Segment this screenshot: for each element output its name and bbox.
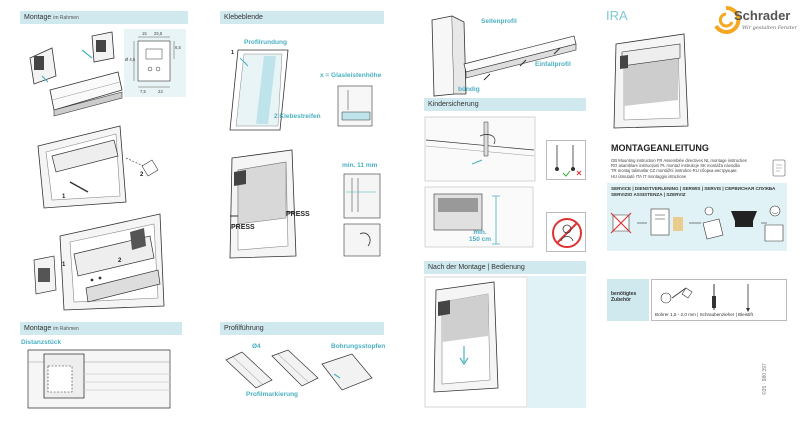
glazing-bead-detail [337,85,373,127]
brand-name: Schrader [734,8,791,23]
buendig-label: bündig [458,86,480,93]
accessory-text: Bohrer 1,5 - 2,0 mm | Schraubenzieher | … [655,312,753,317]
frame-gap-detail [343,173,381,257]
section-header-kindersicherung: Kindersicherung [424,98,586,111]
window-press-illustration [229,149,297,259]
profilmarkierung-label: Profilmarkierung [246,391,299,398]
section-header-nach-der-montage: Nach der Montage | Bedienung [424,261,586,274]
bohrungsstopfen-label: Bohrungsstopfen [331,343,386,350]
einfallprofil-label: Einfallprofil [535,61,571,68]
section-header-klebeblende: Klebeblende [220,11,384,24]
glasleiste-label: x = Glasleistenhöhe [320,72,382,79]
dim-label: Ø 4,5 [125,57,136,62]
diameter-label: Ø4 [252,343,261,350]
accessory-panel: benötigtes Zubehör Bohrer 1,5 - 2,0 mm |… [607,279,787,321]
operation-side-panel [528,276,586,408]
document-code: ©35 · 980 397 [762,363,768,395]
accessory-label: benötigtes Zubehör [607,279,649,321]
brand-tagline: Wir gestalten Fenster [742,25,798,31]
frame-mounting-step-2 [33,213,165,311]
dim-label: 7,5 [140,89,146,94]
bracket-dimension-drawing: 15 25,5 6,5 Ø 4,5 7,5 23 [124,29,186,97]
frame-mounting-step-1 [37,125,159,209]
model-name: IRA [606,8,628,23]
spacer-closeup-illustration [27,349,171,409]
press-label-right: PRESS [286,211,310,218]
language-list: GB Mounting instruction FR Assemblée dir… [611,158,747,179]
profilrundung-label: Profilrundung [244,39,287,46]
window-height-illustration [424,186,534,248]
dim-label: 23 [158,89,163,94]
profile-rail-illustrations [225,349,373,391]
step-number: 1 [231,50,235,56]
step-number: 1 [62,194,66,200]
doc-title: MONTAGEANLEITUNG [611,143,709,153]
accessory-tools-box: Bohrer 1,5 - 2,0 mm | Schraubenzieher | … [651,279,787,321]
press-label-left: PRESS [231,224,255,231]
step-number: 2 [118,258,122,264]
distanzstueck-label: Distanzstück [21,339,62,346]
side-profile-illustration [431,15,577,97]
operation-illustration [424,276,528,408]
klebestreifen-label: 2 Klebestreifen [274,113,321,120]
service-line: SERVICE | DIENSTVERLENING | SERWIS | SER… [611,186,776,191]
section-header-profilfuehrung: Profilführung [220,322,384,335]
service-line: SERVIZIO ASSISTENZA | SZERVIZ [611,192,686,197]
phone-icon [772,159,786,177]
cover-window-illustration [613,33,689,129]
brand-logo: Schrader Wir gestalten Fenster [712,5,806,36]
dim-label: 25,5 [154,31,163,36]
bracket-mounting-illustration [29,31,123,117]
child-warning-panel [546,212,586,252]
safety-check-panel [546,140,586,180]
service-panel: SERVICE | DIENSTVERLENING | SERWIS | SER… [607,183,787,251]
dim-label: 6,5 [175,45,181,50]
step-number: 1 [62,262,66,268]
blind-cover-adhesive-illustration [229,49,289,131]
min-11mm-label: min. 11 mm [342,162,378,169]
child-safety-mounting-illustration [424,116,536,182]
dim-label: 15 [142,31,147,36]
seitenprofil-label: Seitenprofil [481,18,517,25]
step-number: 2 [140,172,144,178]
min-height-label: min. 150 cm [468,229,492,243]
